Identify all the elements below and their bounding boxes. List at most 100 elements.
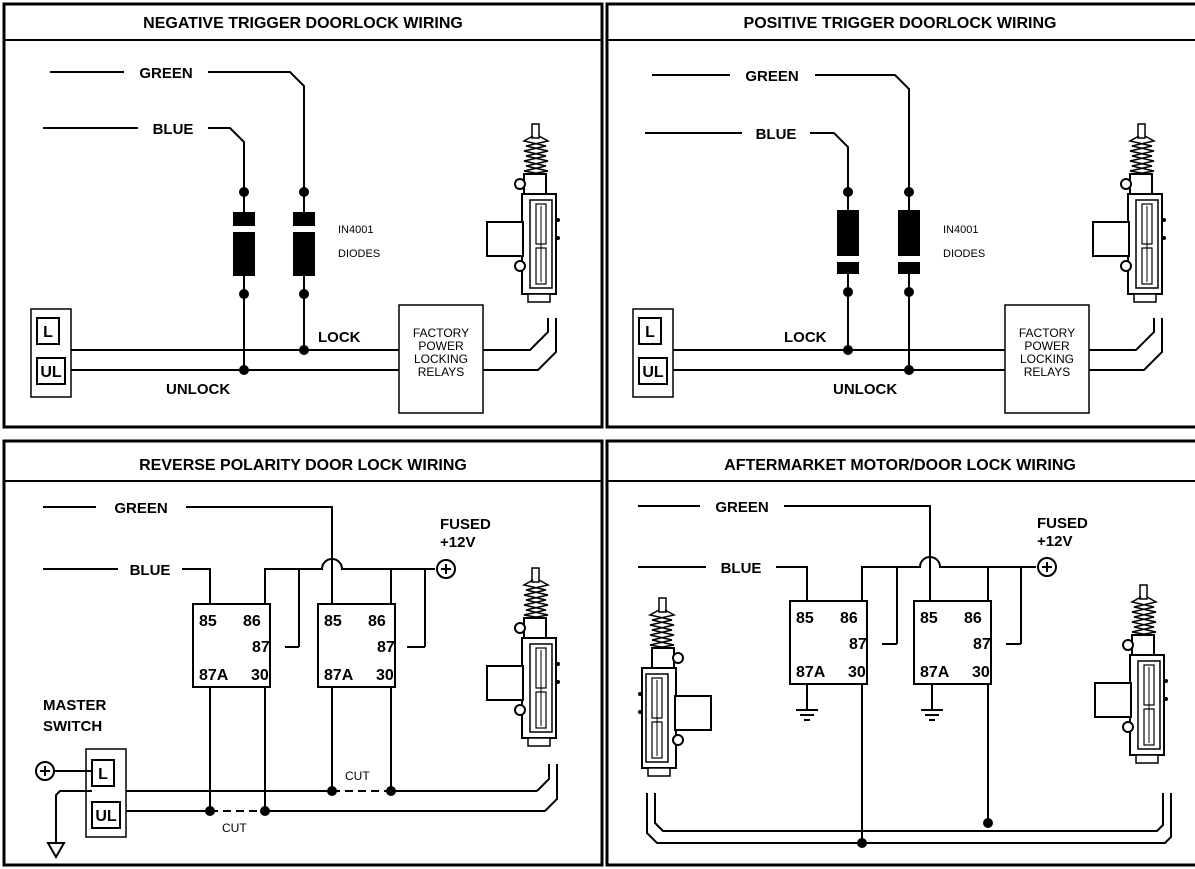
lock-switch: L UL — [632, 308, 674, 398]
unlock-label: UNLOCK — [833, 381, 897, 398]
switch-l-label: L — [645, 324, 655, 341]
master-switch: L UL — [85, 748, 127, 838]
blue-label: BLUE — [153, 121, 194, 138]
pin-87: 87 — [252, 639, 270, 656]
relay-line-4: RELAYS — [1024, 365, 1070, 379]
pin-87a: 87A — [199, 667, 229, 684]
relay-line-1: FACTORY — [413, 326, 469, 340]
pin-30: 30 — [848, 664, 866, 681]
panel-aftermarket: AFTERMARKET MOTOR/DOOR LOCK WIRING GREEN… — [605, 439, 1195, 867]
cut-label-lower: CUT — [222, 821, 247, 835]
green-wire: GREEN — [43, 500, 333, 604]
green-wire: GREEN — [652, 68, 910, 190]
plus-icon — [35, 761, 55, 781]
diode-right — [293, 187, 315, 350]
blue-wire: BLUE — [43, 121, 245, 190]
green-label: GREEN — [114, 500, 167, 517]
panel-title: AFTERMARKET MOTOR/DOOR LOCK WIRING — [724, 457, 1076, 474]
relay-1: 85 86 87 87A 30 — [789, 600, 868, 685]
ground-icon — [795, 709, 819, 721]
lock-unlock-lines — [126, 764, 558, 816]
blue-wire: BLUE — [43, 562, 211, 604]
factory-relays-box: FACTORY POWER LOCKING RELAYS — [398, 304, 484, 414]
relay-line-3: LOCKING — [1020, 352, 1074, 366]
lock-label: LOCK — [318, 329, 361, 346]
green-label: GREEN — [715, 499, 768, 516]
panel-title: NEGATIVE TRIGGER DOORLOCK WIRING — [143, 15, 463, 32]
switch-ul-label: UL — [40, 364, 62, 381]
door-lock-actuator-left — [637, 597, 712, 777]
pin-87: 87 — [377, 639, 395, 656]
diode-word-label: DIODES — [338, 248, 380, 260]
lock-unlock-lines — [673, 345, 1005, 375]
diode-type-label: IN4001 — [338, 224, 373, 236]
door-lock-actuator-right — [1094, 584, 1169, 764]
pin-86: 86 — [840, 610, 858, 627]
door-lock-actuator — [486, 123, 561, 303]
panel-negative-trigger: NEGATIVE TRIGGER DOORLOCK WIRING GREEN B… — [2, 2, 604, 429]
pin-85: 85 — [324, 613, 342, 630]
diode-type-label: IN4001 — [943, 224, 978, 236]
lock-switch: L UL — [30, 308, 72, 398]
relay-line-4: RELAYS — [418, 365, 464, 379]
relay-line-2: POWER — [1024, 339, 1070, 353]
green-wire: GREEN — [638, 499, 931, 601]
blue-wire: BLUE — [638, 560, 808, 601]
relay-2: 85 86 87 87A 30 — [913, 600, 992, 685]
pin-87: 87 — [849, 636, 867, 653]
ground-icon — [920, 709, 944, 721]
fused-label: FUSED — [1037, 515, 1088, 532]
relay-line-3: LOCKING — [414, 352, 468, 366]
green-label: GREEN — [745, 68, 798, 85]
motor-wires — [646, 684, 1172, 848]
pin-85: 85 — [199, 613, 217, 630]
pin-87a: 87A — [324, 667, 354, 684]
fused-12v-label: +12V — [1037, 533, 1072, 550]
panel-title: POSITIVE TRIGGER DOORLOCK WIRING — [744, 15, 1057, 32]
fused-12v-label: +12V — [440, 534, 475, 551]
relay-line-2: POWER — [418, 339, 464, 353]
panel-positive-trigger: POSITIVE TRIGGER DOORLOCK WIRING GREEN B… — [605, 2, 1195, 429]
panel-title: REVERSE POLARITY DOOR LOCK WIRING — [139, 457, 467, 474]
pin-86: 86 — [964, 610, 982, 627]
relay-1: 85 86 87 87A 30 — [192, 603, 271, 688]
unlock-label: UNLOCK — [166, 381, 230, 398]
pin-85: 85 — [796, 610, 814, 627]
lock-label: LOCK — [784, 329, 827, 346]
pin-87a: 87A — [920, 664, 950, 681]
fused-label: FUSED — [440, 516, 491, 533]
cut-label-upper: CUT — [345, 769, 370, 783]
fused-12v-bus — [861, 556, 1057, 645]
relay-line-1: FACTORY — [1019, 326, 1075, 340]
diode-word-label: DIODES — [943, 248, 985, 260]
blue-label: BLUE — [721, 560, 762, 577]
fused-12v-bus — [264, 558, 456, 648]
pin-30: 30 — [972, 664, 990, 681]
factory-relays-box: FACTORY POWER LOCKING RELAYS — [1004, 304, 1090, 414]
relay-2: 85 86 87 87A 30 — [317, 603, 396, 688]
switch-l-label: L — [98, 766, 108, 783]
lock-unlock-lines — [71, 345, 399, 375]
pin-86: 86 — [368, 613, 386, 630]
switch-ul-label: UL — [642, 364, 664, 381]
pin-30: 30 — [376, 667, 394, 684]
panel-reverse-polarity: REVERSE POLARITY DOOR LOCK WIRING GREEN … — [2, 439, 604, 867]
blue-wire: BLUE — [645, 126, 849, 190]
pin-87a: 87A — [796, 664, 826, 681]
blue-label: BLUE — [756, 126, 797, 143]
door-lock-actuator — [486, 567, 561, 747]
switch-l-label: L — [43, 324, 53, 341]
master-label: MASTER — [43, 697, 107, 714]
diode-left — [233, 187, 255, 370]
green-wire: GREEN — [50, 65, 305, 190]
switch-ul-label: UL — [95, 808, 117, 825]
diode-right — [898, 187, 920, 370]
pin-87: 87 — [973, 636, 991, 653]
diode-left — [837, 187, 859, 350]
pin-30: 30 — [251, 667, 269, 684]
green-label: GREEN — [139, 65, 192, 82]
blue-label: BLUE — [130, 562, 171, 579]
pin-86: 86 — [243, 613, 261, 630]
pin-85: 85 — [920, 610, 938, 627]
